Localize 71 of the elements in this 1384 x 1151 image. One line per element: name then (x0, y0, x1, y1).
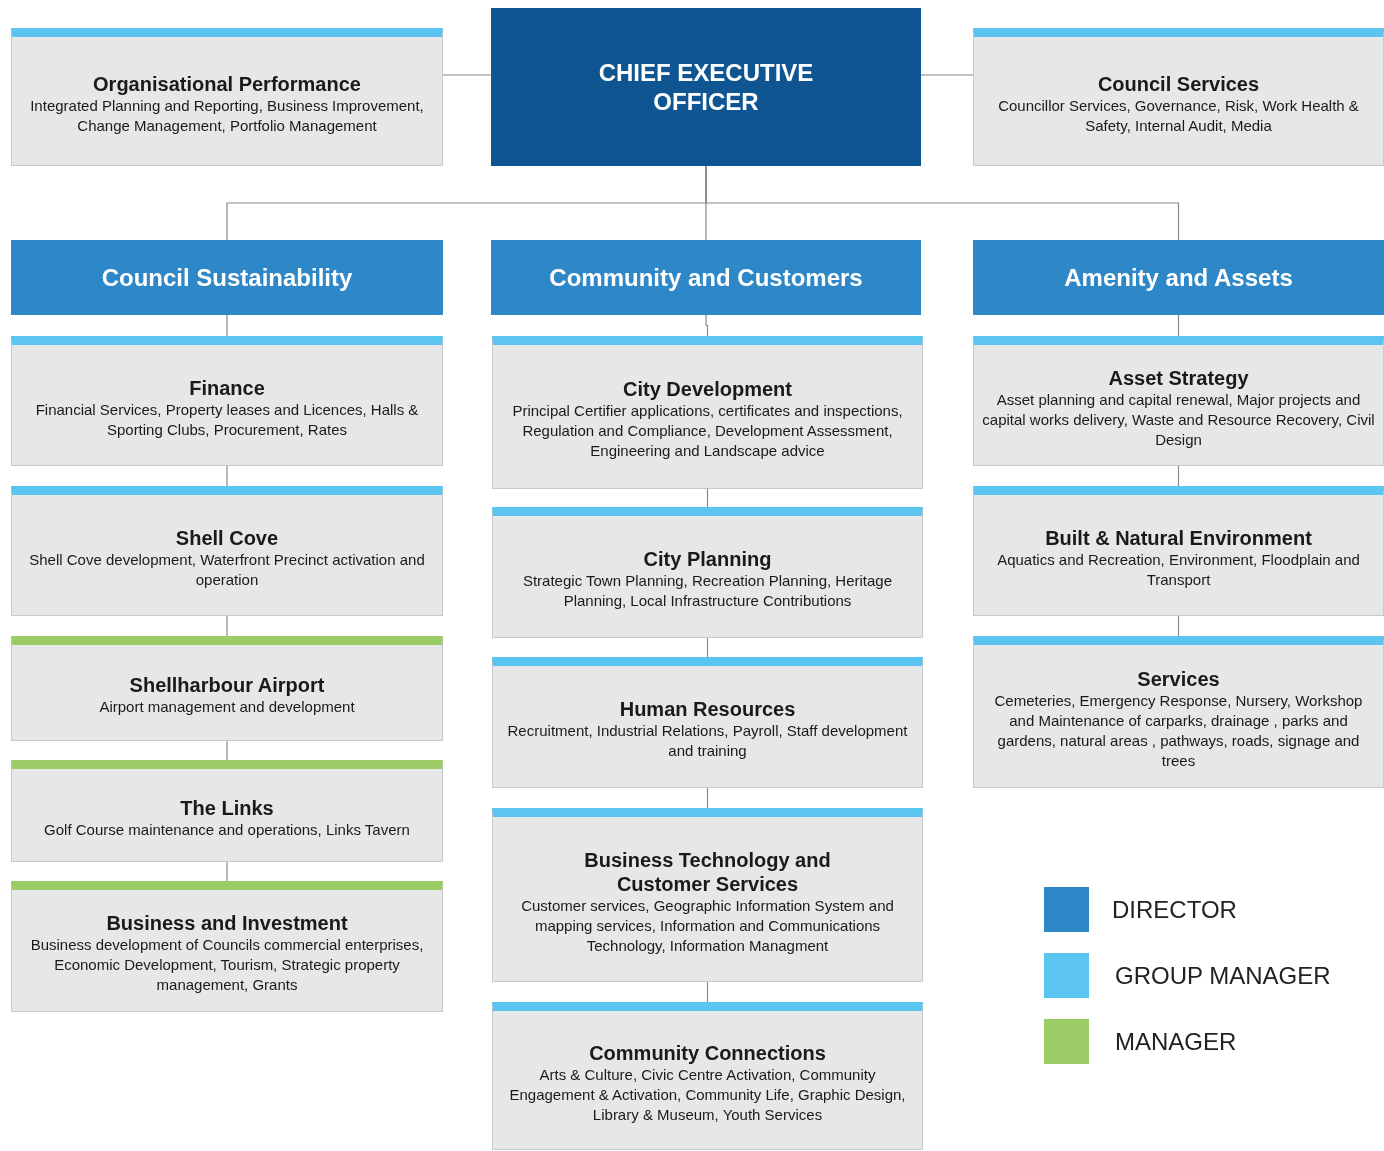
unit-box (11, 636, 443, 741)
connector-line (226, 615, 228, 637)
unit-title: Finance (189, 375, 265, 400)
director-title: Council Sustainability (101, 263, 353, 292)
connector-line (442, 74, 492, 76)
unit-box (492, 657, 923, 788)
unit-title: Shellharbour Airport (129, 673, 325, 697)
connector-line (1177, 615, 1180, 637)
unit-description: Customer services, Geographic Information System and mapping services, Information and Communications Technology, Information Managment (520, 895, 895, 956)
director-title: Community and Customers (549, 263, 863, 292)
unit-title: Business Technology and Customer Services (583, 847, 832, 896)
unit-description: Airport management and development (99, 697, 355, 717)
unit-box (492, 507, 923, 638)
connector-line (1177, 314, 1180, 337)
unit-box (11, 881, 443, 1012)
legend-label: MANAGER (1115, 1028, 1237, 1056)
unit-title: Human Resources (619, 697, 796, 721)
unit-title: Built & Natural Environment (1045, 525, 1312, 550)
unit-box (492, 1002, 923, 1150)
unit-box (11, 28, 443, 166)
unit-title: Organisational Performance (93, 71, 361, 96)
director-title: CHIEF EXECUTIVE OFFICER (597, 58, 815, 116)
unit-title: City Development (623, 377, 792, 401)
unit-description: Strategic Town Planning, Recreation Planning, Heritage Planning, Local Infrastructure Contributions (521, 571, 894, 611)
unit-description: Business development of Councils commercial enterprises, Economic Development, Tourism, Strategic property management, Grants (29, 935, 425, 995)
unit-description: Councillor Services, Governance, Risk, Work Health & Safety, Internal Audit, Media (997, 95, 1360, 136)
connector-line (705, 165, 1180, 241)
unit-title: Business and Investment (106, 911, 348, 935)
connector-line (706, 637, 709, 658)
unit-box (973, 636, 1384, 788)
legend-label: GROUP MANAGER (1115, 962, 1331, 990)
director-box (491, 240, 921, 315)
unit-description: Financial Services, Property leases and Licences, Halls & Sporting Clubs, Procurement, Rates (34, 399, 420, 440)
unit-description: Shell Cove development, Waterfront Precinct activation and operation (28, 549, 426, 590)
unit-title: Shell Cove (175, 525, 279, 550)
unit-title: Council Services (1097, 71, 1260, 96)
connector-line (226, 861, 228, 882)
unit-box (11, 486, 443, 616)
legend-label: DIRECTOR (1112, 896, 1237, 924)
unit-title: City Planning (643, 547, 772, 571)
connector-line (706, 981, 709, 1003)
unit-description: Arts & Culture, Civic Centre Activation, Community Engagement & Activation, Community Life, Graphic Design, Library & Museum, Youth Services (508, 1064, 907, 1125)
director-box (973, 240, 1384, 315)
unit-box (973, 486, 1384, 616)
unit-description: Integrated Planning and Reporting, Business Improvement, Change Management, Portfolio Management (29, 95, 425, 136)
unit-box (973, 336, 1384, 466)
connector-line (1177, 465, 1180, 487)
unit-box (973, 28, 1384, 166)
unit-description: Cemeteries, Emergency Response, Nursery, Workshop and Maintenance of carparks, drainage , parks and gardens, natural areas , pathways, roads, signage and trees (993, 690, 1364, 771)
unit-box (492, 808, 923, 982)
unit-box (492, 336, 923, 489)
connector-line (706, 787, 709, 809)
unit-title: Services (1137, 666, 1220, 691)
unit-description: Golf Course maintenance and operations, Links Tavern (44, 819, 410, 840)
director-box (491, 8, 921, 166)
director-title: Amenity and Assets (1064, 263, 1293, 292)
connector-line (226, 740, 228, 761)
connector-line (920, 74, 974, 76)
director-box (11, 240, 443, 315)
unit-title: Asset Strategy (1108, 365, 1249, 390)
connector-line (705, 314, 709, 337)
unit-box (11, 760, 443, 862)
unit-description: Principal Certifier applications, certificates and inspections, Regulation and Compliance, Development Assessment, Engineering and Landscape advice (511, 401, 904, 461)
unit-description: Recruitment, Industrial Relations, Payroll, Staff development and training (506, 721, 909, 761)
unit-description: Aquatics and Recreation, Environment, Floodplain and Transport (996, 549, 1361, 590)
unit-title: Community Connections (589, 1040, 826, 1065)
unit-description: Asset planning and capital renewal, Major projects and capital works delivery, Waste and Resource Recovery, Civil Design (981, 389, 1376, 450)
unit-title: The Links (180, 795, 274, 820)
connector-line (226, 465, 228, 487)
unit-box (11, 336, 443, 466)
connector-line (226, 314, 228, 337)
